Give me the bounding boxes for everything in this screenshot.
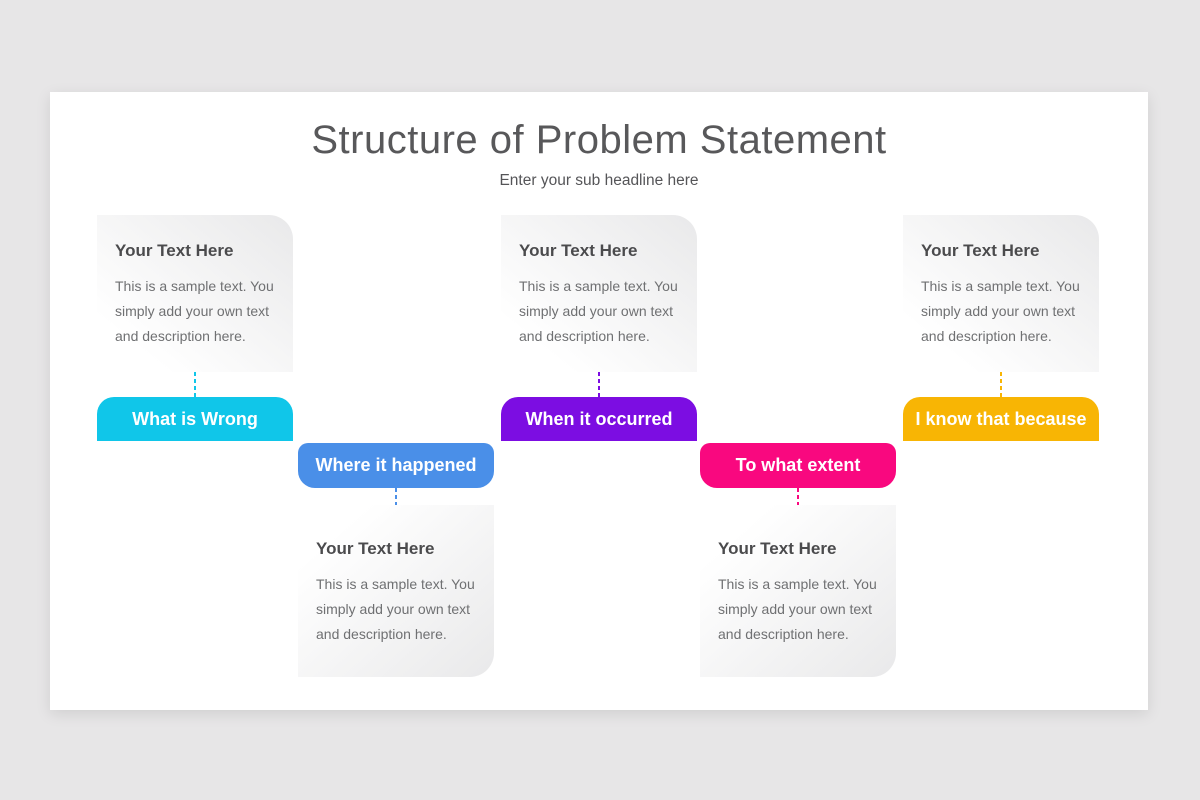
card-body-line: simply add your own text bbox=[921, 303, 1076, 319]
slide-subtitle: Enter your sub headline here bbox=[499, 172, 699, 189]
text-card: Your Text Here This is a sample text. Yo… bbox=[97, 215, 293, 372]
card-body: This is a sample text. You simply add yo… bbox=[519, 274, 679, 349]
connector-line bbox=[1000, 372, 1002, 397]
card-title: Your Text Here bbox=[519, 241, 638, 260]
step-column-to-what-extent: To what extent Your Text Here This is a … bbox=[700, 92, 896, 710]
card-body-line: simply add your own text bbox=[115, 303, 270, 319]
step-label: I know that because bbox=[915, 408, 1087, 429]
card-body-line: simply add your own text bbox=[519, 303, 674, 319]
card-body: This is a sample text. You simply add yo… bbox=[718, 572, 878, 647]
text-card: Your Text Here This is a sample text. Yo… bbox=[700, 505, 896, 677]
connector-line bbox=[797, 488, 799, 505]
slide-title: Structure of Problem Statement bbox=[311, 118, 887, 162]
step-label: To what extent bbox=[735, 455, 861, 475]
card-body-line: This is a sample text. You bbox=[115, 278, 274, 294]
step-column-i-know-that-because: Your Text Here This is a sample text. Yo… bbox=[903, 92, 1099, 710]
step-label: Where it happened bbox=[315, 455, 477, 475]
card-body-line: and description here. bbox=[718, 626, 849, 642]
step-label: When it occurred bbox=[525, 408, 673, 429]
slide-canvas: Structure of Problem Statement Enter you… bbox=[50, 92, 1148, 710]
step-column-when-it-occurred: Your Text Here This is a sample text. Yo… bbox=[501, 92, 697, 710]
card-body-line: and description here. bbox=[115, 328, 246, 344]
step-ribbon: When it occurred bbox=[501, 397, 697, 441]
card-title: Your Text Here bbox=[718, 539, 837, 558]
card-body-line: simply add your own text bbox=[718, 601, 873, 617]
card-body-line: This is a sample text. You bbox=[921, 278, 1080, 294]
step-column-what-is-wrong: Your Text Here This is a sample text. Yo… bbox=[97, 92, 293, 710]
step-ribbon: To what extent bbox=[700, 443, 896, 488]
text-card: Your Text Here This is a sample text. Yo… bbox=[501, 215, 697, 372]
card-body-line: This is a sample text. You bbox=[316, 576, 475, 592]
connector-line bbox=[194, 372, 196, 397]
text-card: Your Text Here This is a sample text. Yo… bbox=[298, 505, 494, 677]
card-body-line: This is a sample text. You bbox=[519, 278, 678, 294]
step-ribbon: I know that because bbox=[903, 397, 1099, 441]
card-body: This is a sample text. You simply add yo… bbox=[115, 274, 275, 349]
text-card: Your Text Here This is a sample text. Yo… bbox=[903, 215, 1099, 372]
card-body-line: This is a sample text. You bbox=[718, 576, 877, 592]
step-label: What is Wrong bbox=[132, 408, 258, 429]
card-title: Your Text Here bbox=[921, 241, 1040, 260]
connector-line bbox=[395, 488, 397, 505]
card-body-line: and description here. bbox=[316, 626, 447, 642]
step-ribbon: What is Wrong bbox=[97, 397, 293, 441]
card-title: Your Text Here bbox=[115, 241, 234, 260]
connector-line bbox=[598, 372, 600, 397]
card-body: This is a sample text. You simply add yo… bbox=[921, 274, 1081, 349]
card-body: This is a sample text. You simply add yo… bbox=[316, 572, 476, 647]
card-title: Your Text Here bbox=[316, 539, 435, 558]
card-body-line: simply add your own text bbox=[316, 601, 471, 617]
step-ribbon: Where it happened bbox=[298, 443, 494, 488]
card-body-line: and description here. bbox=[921, 328, 1052, 344]
step-column-where-it-happened: Where it happened Your Text Here This is… bbox=[298, 92, 494, 710]
card-body-line: and description here. bbox=[519, 328, 650, 344]
